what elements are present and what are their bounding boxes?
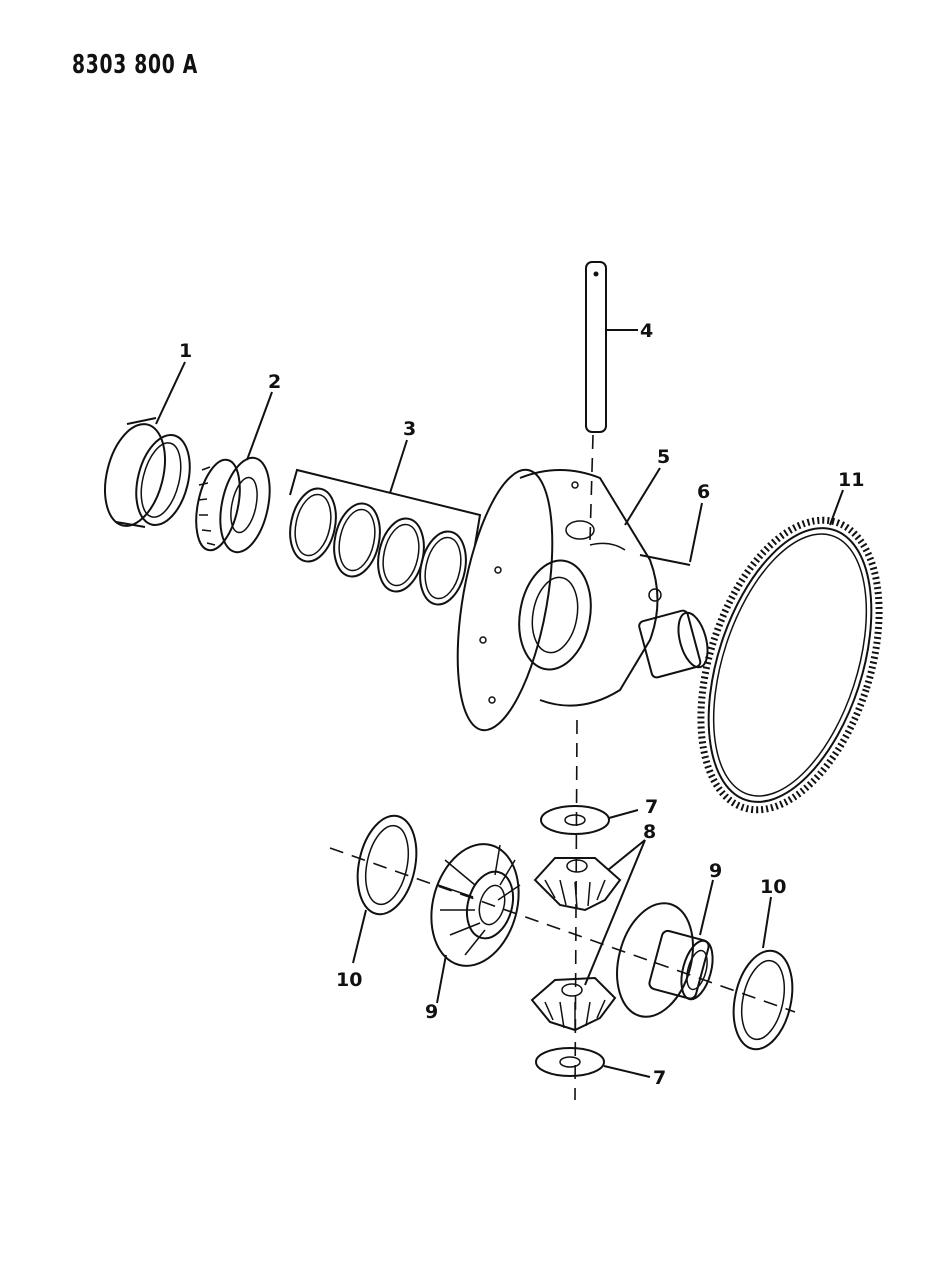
- callout-2: 2: [268, 371, 281, 393]
- callout-8: 8: [643, 821, 656, 843]
- callout-9-right: 9: [709, 860, 722, 882]
- part-2-bearing-cone: [195, 456, 271, 554]
- callout-6: 6: [697, 481, 710, 503]
- callout-7-upper: 7: [645, 796, 658, 818]
- part-5-differential-case: [456, 468, 709, 732]
- leader-lines: [155, 329, 844, 1078]
- part-3-shims: [289, 468, 482, 606]
- callout-5: 5: [657, 446, 670, 468]
- part-11-ring-gear: [697, 516, 883, 814]
- callout-3: 3: [403, 418, 416, 440]
- callout-10-left: 10: [336, 969, 362, 991]
- part-7-thrust-washer-lower: [535, 1047, 605, 1077]
- centerlines: [329, 434, 796, 1101]
- part-4-pinion-shaft: [585, 261, 607, 433]
- callout-9-left: 9: [425, 1001, 438, 1023]
- part-10-side-washer-right: [732, 949, 794, 1051]
- callout-4: 4: [640, 320, 653, 342]
- part-9-side-gear-right: [616, 902, 714, 1018]
- part-7-thrust-washer-upper: [540, 805, 610, 835]
- part-1-bearing-cup: [104, 417, 191, 528]
- part-9-side-gear-left: [430, 843, 521, 967]
- part-8-pinion-gear-lower: [530, 976, 617, 1032]
- part-8-pinion-gear-upper: [533, 857, 622, 912]
- callout-7-lower: 7: [653, 1067, 666, 1089]
- figure-code: 8303 800 A: [72, 50, 198, 80]
- part-10-side-washer-left: [356, 814, 418, 916]
- part-6-lock-pin: [639, 554, 691, 566]
- callout-11: 11: [838, 469, 864, 491]
- callout-10-right: 10: [760, 876, 786, 898]
- callouts: 1 2 3 4 5 6 7 7 8 9 9 10 10 11: [179, 320, 864, 1089]
- callout-1: 1: [179, 340, 192, 362]
